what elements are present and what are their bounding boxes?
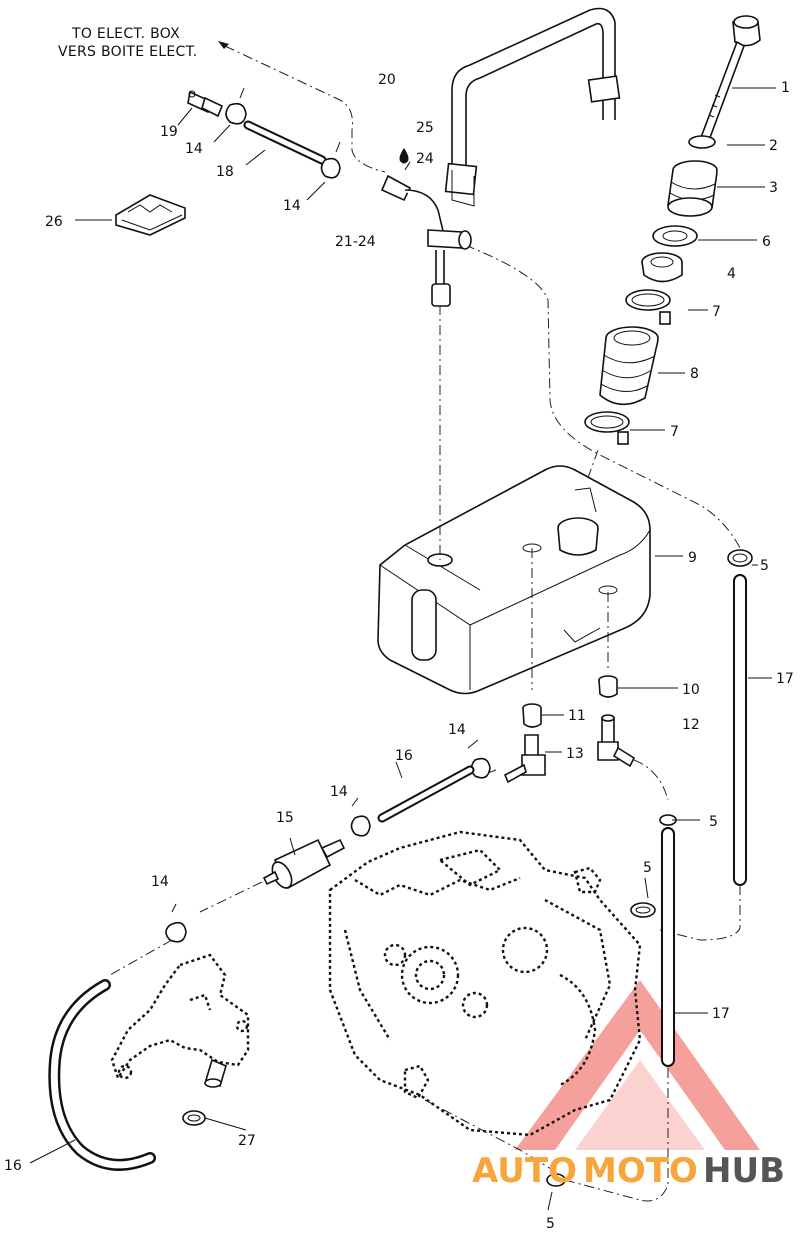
- harness-clip: [115, 194, 186, 236]
- callout-14-top-b: 14: [283, 198, 301, 214]
- nut: [641, 252, 683, 283]
- clamp-small-1: [225, 87, 247, 125]
- oil-tank: [377, 465, 651, 695]
- wordmark-auto: AUTO: [472, 1151, 577, 1191]
- callout-3: 3: [769, 180, 778, 196]
- callout-6: 6: [762, 234, 771, 250]
- dipstick-cap: [698, 15, 761, 145]
- callout-15: 15: [276, 810, 294, 826]
- wordmark-hub: HUB: [703, 1151, 785, 1191]
- callout-1: 1: [781, 80, 790, 96]
- hose-clamp-upper: [625, 289, 671, 325]
- gasket: [652, 225, 698, 247]
- oil-filter: [262, 838, 346, 890]
- hose-clamp-lower: [584, 411, 630, 445]
- leader-lines: [29, 87, 776, 1211]
- callout-5-center: 5: [709, 814, 718, 830]
- callout-26: 26: [45, 214, 63, 230]
- carry-handle-bracket: [444, 7, 621, 207]
- callout-11: 11: [568, 708, 586, 724]
- callout-14-lower: 14: [151, 874, 169, 890]
- wordmark-moto: MOTO: [583, 1151, 698, 1191]
- callout-20: 20: [378, 72, 396, 88]
- clamp-14-mid: [350, 797, 371, 837]
- callout-21-24: 21-24: [335, 234, 376, 250]
- callout-2: 2: [769, 138, 778, 154]
- callout-7-upper: 7: [712, 304, 721, 320]
- clamp-5-right: [727, 549, 753, 567]
- drain-route: [424, 1068, 669, 1202]
- callout-9: 9: [688, 550, 697, 566]
- callout-13: 13: [566, 746, 584, 762]
- arrow-head-icon: [218, 41, 229, 49]
- callout-16-upper: 16: [395, 748, 413, 764]
- automotohub-wordmark: AUTO MOTO HUB: [472, 1151, 785, 1191]
- callout-19: 19: [160, 124, 178, 140]
- overflow-hose-center: [661, 827, 675, 1067]
- callout-14-upper: 14: [448, 722, 466, 738]
- callout-17-right: 17: [776, 671, 794, 687]
- overflow-hose-right: [733, 574, 747, 886]
- callout-8: 8: [690, 366, 699, 382]
- sealant-drop-icon: [399, 148, 409, 164]
- callout-12: 12: [682, 717, 700, 733]
- note-line1: TO ELECT. BOX: [71, 26, 180, 42]
- clamp-27: [182, 1110, 206, 1126]
- check-valve: [187, 90, 224, 118]
- callout-17-center: 17: [712, 1006, 730, 1022]
- wire-route-dashed: [224, 45, 386, 173]
- o-ring: [688, 135, 716, 149]
- callout-24: 24: [416, 151, 434, 167]
- callout-5-bottom: 5: [546, 1216, 555, 1232]
- clamp-small-2: [320, 141, 341, 179]
- callout-5-right: 5: [760, 558, 769, 574]
- callout-25: 25: [416, 120, 434, 136]
- note-line2: VERS BOITE ELECT.: [58, 44, 198, 60]
- automotohub-logo: [515, 980, 760, 1150]
- callout-labels: 1 2 3 4 5 5 5 5 6 7 7 8 9 10 11 12 13 14…: [4, 72, 794, 1232]
- callout-4: 4: [727, 266, 736, 282]
- callout-7-lower: 7: [670, 424, 679, 440]
- callout-18: 18: [216, 164, 234, 180]
- clamp-5-engine: [630, 902, 656, 918]
- elbow-13: [503, 734, 546, 784]
- filler-neck: [667, 160, 718, 217]
- callout-14-top-a: 14: [185, 141, 203, 157]
- clamp-14-lower: [165, 903, 187, 943]
- oil-level-sensor: [380, 174, 472, 307]
- callout-5-engine: 5: [643, 860, 652, 876]
- callout-10: 10: [682, 682, 700, 698]
- callout-27: 27: [238, 1133, 256, 1149]
- callout-16-lower: 16: [4, 1158, 22, 1174]
- engine-fitting-lower: [403, 1064, 430, 1100]
- engine-crankcase-ghost: [328, 830, 642, 1137]
- fitting-10: [598, 675, 618, 698]
- vent-route: [464, 244, 741, 549]
- oil-pump-ghost: [110, 953, 250, 1081]
- filler-boot: [599, 326, 659, 406]
- fitting-11: [522, 703, 542, 728]
- elbow-12: [597, 714, 636, 768]
- elect-box-note: TO ELECT. BOX VERS BOITE ELECT.: [58, 26, 229, 60]
- pump-fitting: [204, 1058, 227, 1088]
- engine-fitting-upper: [573, 866, 602, 894]
- callout-14-mid: 14: [330, 784, 348, 800]
